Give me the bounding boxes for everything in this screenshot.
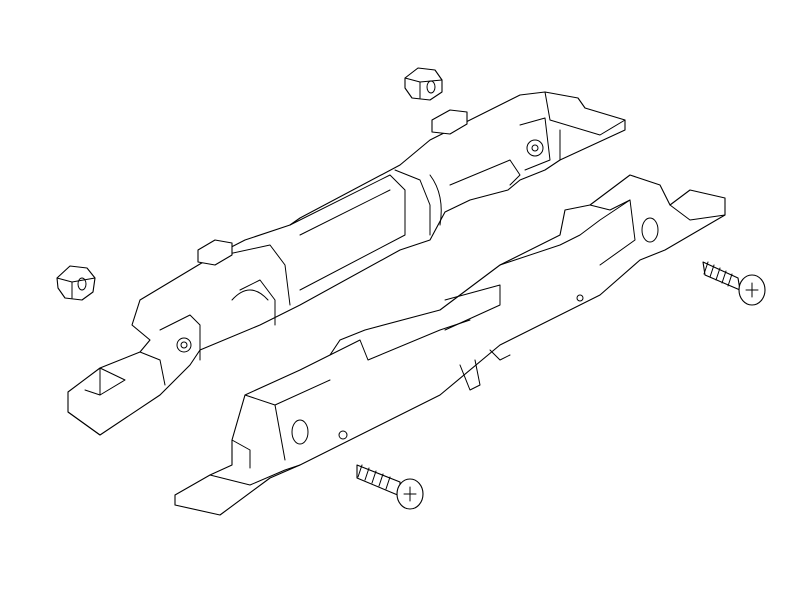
lower-rail bbox=[174, 174, 726, 516]
upper-rail bbox=[67, 91, 626, 436]
phillips-screw-right bbox=[702, 261, 766, 306]
hex-nut-top bbox=[404, 67, 443, 101]
phillips-screw-bottom bbox=[356, 464, 424, 510]
hex-nut-left bbox=[56, 265, 96, 301]
